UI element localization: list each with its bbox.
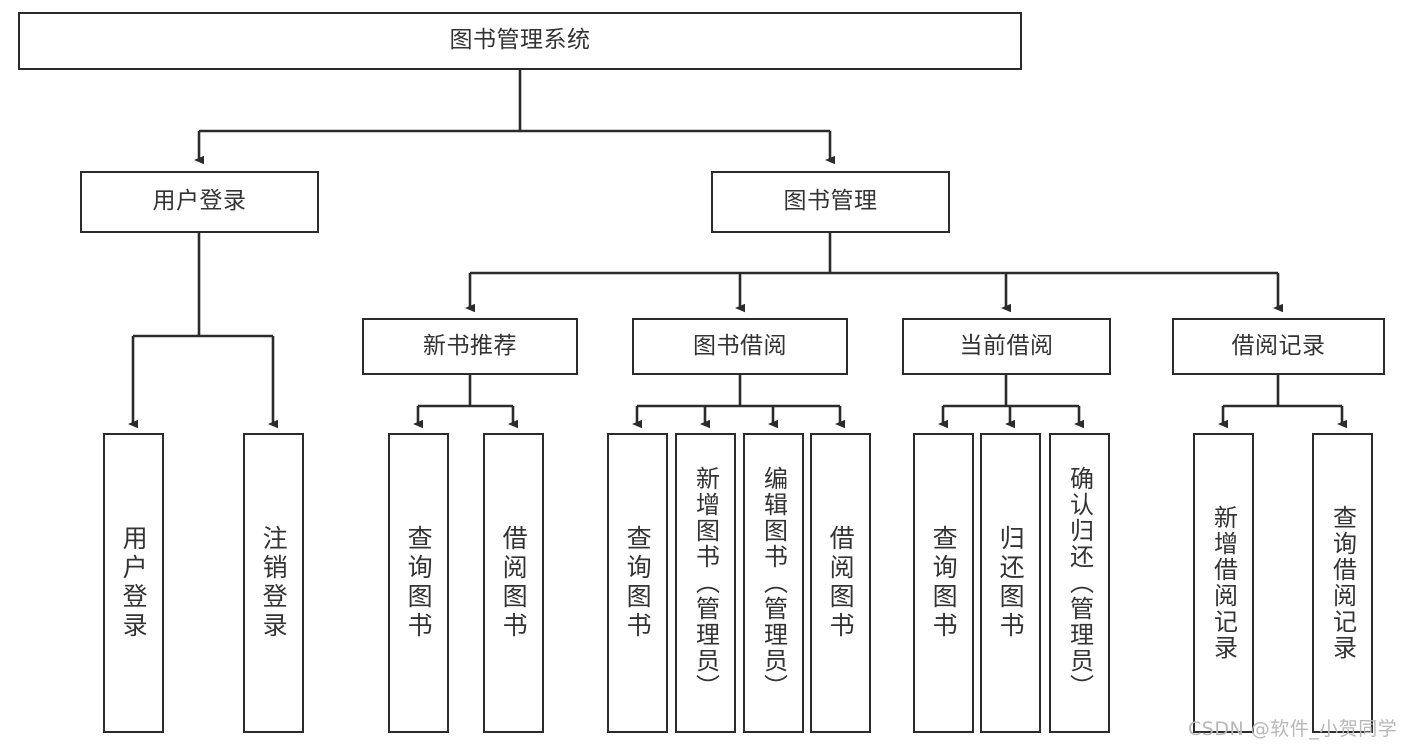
leaf-current-borrow-return[interactable]: 归还图书 (980, 433, 1041, 733)
leaf-user-login-login[interactable]: 用户登录 (103, 433, 164, 733)
node-book-borrow[interactable]: 图书借阅 (632, 318, 848, 375)
node-label: 用户登录 (119, 525, 149, 641)
node-label: 图书管理 (783, 188, 878, 215)
node-label: 新增借阅记录 (1209, 505, 1238, 661)
node-book-management[interactable]: 图书管理 (711, 171, 950, 233)
leaf-borrow-record-add[interactable]: 新增借阅记录 (1193, 433, 1254, 733)
node-label: 借阅记录 (1231, 332, 1326, 359)
node-label: 查询图书 (404, 525, 434, 641)
node-current-borrow[interactable]: 当前借阅 (902, 318, 1111, 375)
node-label: 查询图书 (929, 525, 959, 641)
leaf-book-borrow-edit[interactable]: 编辑图书（管理员） (743, 433, 804, 733)
node-label: 图书借阅 (693, 332, 787, 359)
node-new-book-recommend[interactable]: 新书推荐 (362, 318, 578, 375)
node-label: 用户登录 (152, 188, 247, 215)
leaf-book-borrow-query[interactable]: 查询图书 (607, 433, 668, 733)
node-label: 借阅图书 (826, 525, 856, 641)
node-label: 归还图书 (996, 525, 1026, 641)
node-borrow-record[interactable]: 借阅记录 (1172, 318, 1385, 375)
node-label: 注销登录 (259, 525, 289, 641)
leaf-user-login-logout[interactable]: 注销登录 (243, 433, 304, 733)
leaf-current-borrow-query[interactable]: 查询图书 (913, 433, 974, 733)
node-label: 查询借阅记录 (1328, 505, 1357, 661)
node-label: 当前借阅 (959, 332, 1054, 359)
leaf-book-borrow-borrow[interactable]: 借阅图书 (810, 433, 871, 733)
node-label: 编辑图书（管理员） (759, 466, 788, 700)
node-root-system[interactable]: 图书管理系统 (18, 12, 1022, 70)
watermark-text: CSDN @软件_小贺同学 (1188, 718, 1398, 740)
leaf-book-borrow-add[interactable]: 新增图书（管理员） (675, 433, 736, 733)
leaf-new-book-borrow[interactable]: 借阅图书 (483, 433, 544, 733)
node-label: 查询图书 (623, 525, 653, 641)
node-label: 确认归还（管理员） (1065, 466, 1094, 700)
node-label: 图书管理系统 (449, 27, 591, 54)
leaf-borrow-record-query[interactable]: 查询借阅记录 (1312, 433, 1373, 733)
node-label: 新书推荐 (423, 332, 517, 359)
leaf-new-book-query[interactable]: 查询图书 (388, 433, 449, 733)
leaf-current-borrow-confirm-return[interactable]: 确认归还（管理员） (1049, 433, 1110, 733)
node-user-login[interactable]: 用户登录 (80, 171, 319, 233)
node-label: 新增图书（管理员） (691, 466, 720, 700)
node-label: 借阅图书 (499, 525, 529, 641)
